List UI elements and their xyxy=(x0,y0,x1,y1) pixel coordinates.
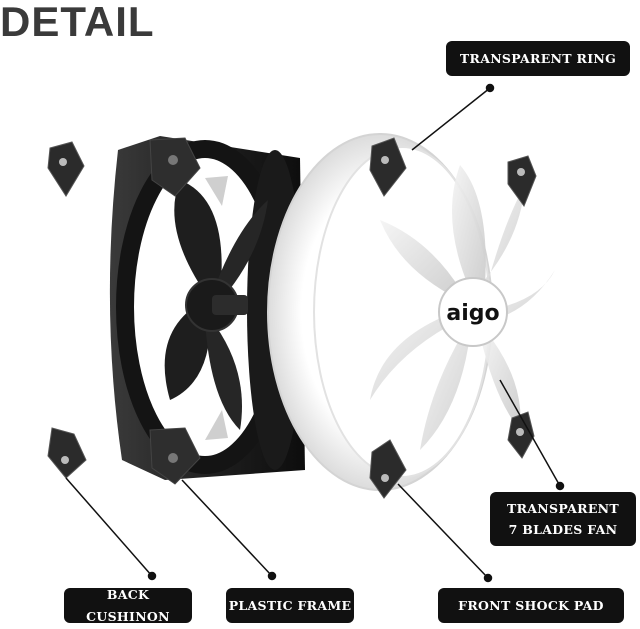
front-shock-pad-bottom-right xyxy=(507,411,535,459)
back-cushion-pad-bottom xyxy=(47,427,87,479)
label-back-cushion: BACK CUSHINON xyxy=(64,587,192,624)
front-shock-pad-top-left xyxy=(369,137,407,197)
front-shock-pad-top-right xyxy=(507,155,537,208)
label-transparent-ring: TRANSPARENT RING xyxy=(446,41,630,76)
label-front-shock-pad: FRONT SHOCK PAD xyxy=(438,588,624,623)
page-title: DETAIL xyxy=(0,0,155,45)
label-plastic-frame: PLASTIC FRAME xyxy=(226,588,354,623)
fan-hub-logo: aigo xyxy=(446,301,499,326)
back-cushion-pad-top xyxy=(47,141,85,197)
front-shock-pad-bottom-left xyxy=(369,439,407,499)
label-transparent-7-blades-fan: TRANSPARENT 7 BLADES FAN xyxy=(490,492,636,546)
callout-lines xyxy=(65,83,565,583)
